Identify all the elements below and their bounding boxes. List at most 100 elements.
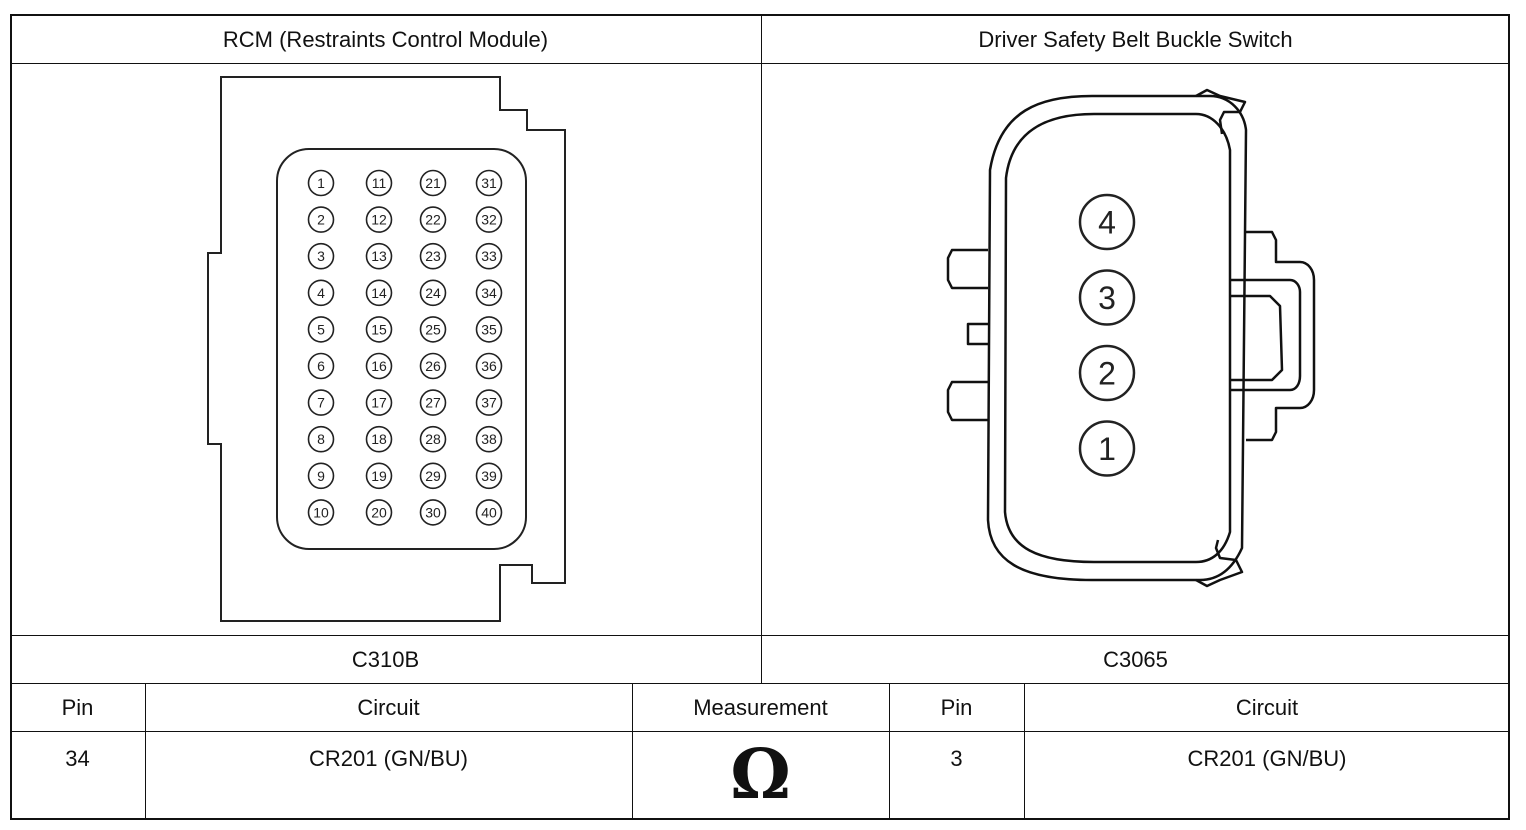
pin-label: 23 — [425, 248, 441, 264]
header-pin-a: Pin — [61, 694, 94, 720]
row-circuit-b: CR201 (GN/BU) — [1187, 746, 1347, 771]
pin-21: 21 — [419, 169, 447, 197]
pin-34: 34 — [475, 279, 503, 307]
pin-27: 27 — [419, 389, 447, 416]
pin-label: 38 — [481, 431, 497, 447]
pin-4: 4 — [307, 279, 335, 307]
row-circuit-a: CR201 (GN/BU) — [309, 746, 468, 771]
pin-32: 32 — [475, 206, 503, 233]
pin-13: 13 — [365, 242, 393, 270]
pin-7: 7 — [307, 389, 335, 416]
row-pin-a: 34 — [65, 746, 90, 771]
row-pin-b: 3 — [950, 746, 963, 771]
pin-15: 15 — [365, 316, 393, 343]
pin-38: 38 — [475, 425, 503, 453]
pin-19: 19 — [365, 462, 393, 490]
pin-label: 5 — [317, 321, 325, 337]
pin-label: 12 — [371, 212, 387, 228]
ohm-measurement-icon: Ω — [730, 735, 791, 815]
switch-left-tab-bottom — [946, 380, 988, 422]
pin-label: 19 — [371, 468, 387, 484]
divider — [632, 683, 633, 820]
pin-16: 16 — [365, 352, 393, 380]
pin-label: 3 — [1098, 280, 1116, 316]
pin-label: 39 — [481, 468, 497, 484]
pin-24: 24 — [419, 279, 447, 307]
pin-label: 14 — [371, 285, 387, 301]
diagram-frame — [10, 14, 1510, 820]
pin-label: 33 — [481, 248, 497, 264]
pin-3: 3 — [307, 242, 335, 270]
pin-label: 18 — [371, 431, 387, 447]
pin-label: 3 — [317, 248, 325, 264]
switch-latch-top — [1195, 88, 1247, 135]
pin-2: 2 — [307, 206, 335, 233]
pin-label: 4 — [317, 285, 325, 301]
pin-label: 30 — [425, 504, 441, 520]
pin-label: 4 — [1098, 205, 1116, 241]
pin-3: 3 — [1078, 269, 1136, 326]
pin-8: 8 — [307, 425, 335, 453]
pin-label: 31 — [481, 175, 497, 191]
pin-12: 12 — [365, 206, 393, 233]
pin-label: 16 — [371, 358, 387, 374]
pin-1: 1 — [1078, 420, 1136, 477]
pin-label: 36 — [481, 358, 497, 374]
pin-label: 1 — [1098, 431, 1116, 467]
pin-31: 31 — [475, 169, 503, 197]
pin-label: 29 — [425, 468, 441, 484]
switch-right-lock-inner — [1230, 278, 1302, 392]
pin-18: 18 — [365, 425, 393, 453]
header-circuit-b: Circuit — [1235, 694, 1299, 720]
pin-label: 24 — [425, 285, 441, 301]
divider — [10, 683, 1510, 684]
pin-label: 6 — [317, 358, 325, 374]
pin-14: 14 — [365, 279, 393, 307]
pin-label: 26 — [425, 358, 441, 374]
pin-label: 32 — [481, 212, 497, 228]
pin-1: 1 — [307, 169, 335, 197]
pin-30: 30 — [419, 499, 447, 526]
pin-4: 4 — [1078, 193, 1136, 251]
pin-label: 2 — [317, 212, 325, 228]
pin-39: 39 — [475, 462, 503, 490]
header-measurement: Measurement — [693, 694, 828, 720]
pin-11: 11 — [365, 169, 393, 197]
header-pin-b: Pin — [940, 694, 973, 720]
switch-connector-inner-shell — [1003, 112, 1232, 564]
pin-label: 22 — [425, 212, 441, 228]
switch-right-lock-slot — [1230, 294, 1284, 382]
divider — [889, 683, 890, 820]
switch-connector-outer-shell — [986, 94, 1248, 582]
switch-left-nub — [966, 322, 988, 346]
pin-10: 10 — [307, 499, 335, 526]
divider — [10, 731, 1510, 732]
rcm-connector-id: C310B — [351, 646, 420, 672]
pin-label: 37 — [481, 395, 497, 411]
pin-label: 8 — [317, 431, 325, 447]
pin-label: 20 — [371, 504, 387, 520]
pin-label: 28 — [425, 431, 441, 447]
rcm-connector-housing — [207, 76, 566, 622]
switch-left-tab-top — [946, 248, 988, 290]
pin-26: 26 — [419, 352, 447, 380]
divider — [10, 635, 1510, 636]
switch-latch-bottom — [1195, 539, 1244, 588]
pin-label: 2 — [1098, 356, 1116, 392]
pin-label: 1 — [317, 175, 325, 191]
pin-label: 17 — [371, 395, 387, 411]
belt-switch-connector-id: C3065 — [1103, 646, 1168, 672]
pin-label: 21 — [425, 175, 441, 191]
header-circuit-a: Circuit — [357, 694, 420, 720]
pin-label: 10 — [313, 504, 329, 520]
pin-label: 34 — [481, 285, 497, 301]
pin-35: 35 — [475, 316, 503, 343]
pin-37: 37 — [475, 389, 503, 416]
divider — [10, 63, 1510, 64]
pin-22: 22 — [419, 206, 447, 233]
belt-switch-title: Driver Safety Belt Buckle Switch — [978, 26, 1293, 52]
pin-label: 7 — [317, 395, 325, 411]
pin-20: 20 — [365, 499, 393, 526]
